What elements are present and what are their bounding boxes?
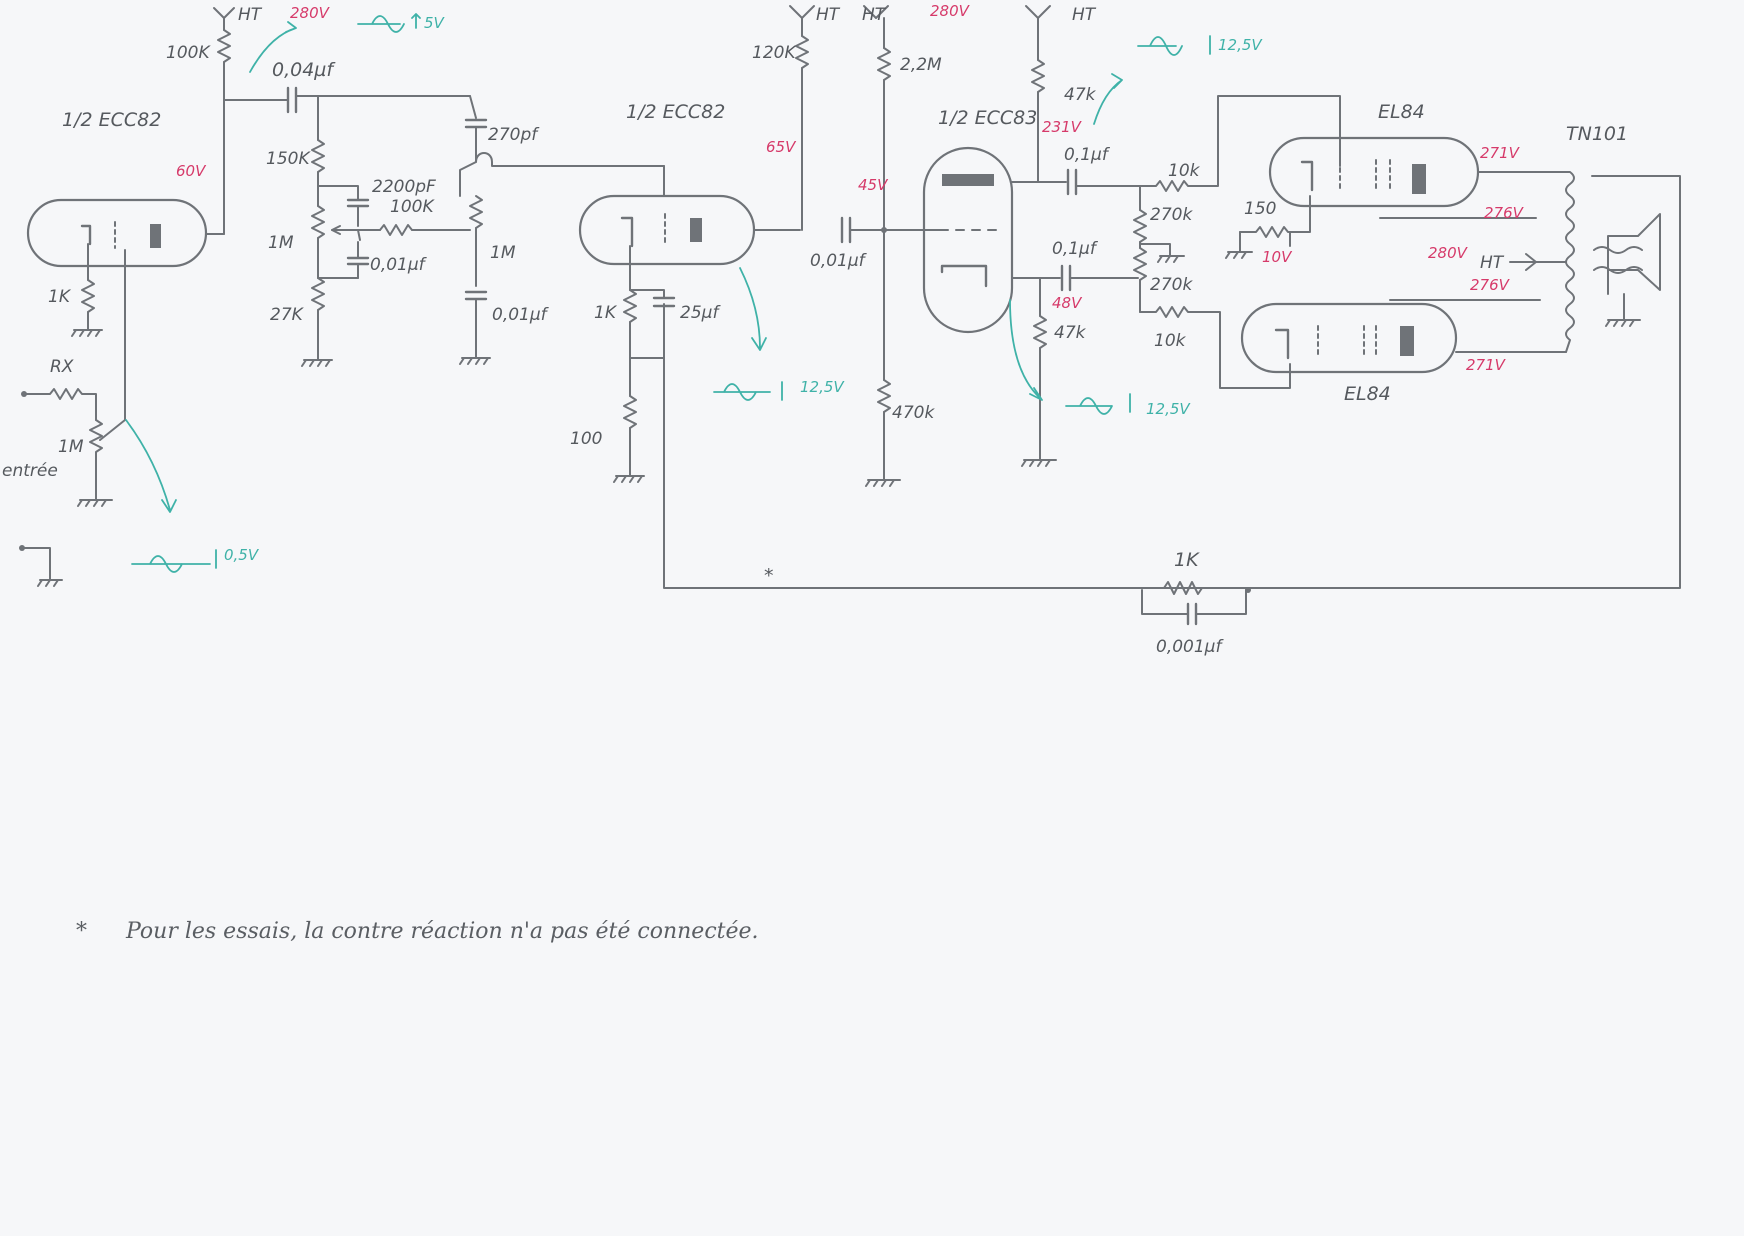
el84-top-label: EL84 (1378, 101, 1425, 123)
tube-3 (922, 146, 1014, 334)
cap-feedback: 0,001µf (1156, 637, 1224, 657)
r-plate-1: 100K (166, 43, 211, 63)
r-100: 100 (570, 429, 602, 449)
signal-arrow-0 (125, 419, 177, 513)
voltage-48: 48V (1052, 294, 1083, 312)
signal-annotation-5v (357, 13, 421, 33)
ht-label-4: HT (1072, 5, 1097, 25)
signal-arrow-1 (249, 21, 297, 73)
signal-arrow-3 (1093, 73, 1123, 125)
r-10k-b: 10k (1154, 331, 1187, 351)
r-27k: 27K (270, 305, 305, 325)
voltage-45: 45V (858, 176, 889, 194)
voltage-271-bottom: 271V (1466, 356, 1507, 374)
feedback-asterisk: * (764, 565, 774, 587)
signal-annotation-12-5-c (1065, 393, 1131, 415)
voltage-276-bottom: 276V (1470, 276, 1511, 294)
r-150k: 150K (266, 149, 311, 169)
pot-input-1m: 1M (58, 437, 84, 457)
r-cathode-1: 1K (48, 287, 72, 307)
el84-bottom-tube (1240, 302, 1541, 374)
entree-label: entrée (2, 461, 58, 481)
r-100k-tone: 100K (390, 197, 435, 217)
r-120k: 120K (752, 43, 797, 63)
r-150: 150 (1244, 199, 1276, 219)
footnote-asterisk: * (76, 919, 87, 944)
cap-001-b: 0,01µf (492, 305, 550, 325)
voltage-65: 65V (766, 138, 797, 156)
el84-bottom-label: EL84 (1344, 383, 1391, 405)
signal-annotation-12-5-a (1137, 35, 1211, 56)
r-feedback-1k: 1K (1174, 549, 1200, 571)
pot-1m-b: 1M (490, 243, 516, 263)
signal-annotation-0-5 (131, 549, 217, 573)
rx-label: RX (50, 357, 74, 377)
r-270k-b: 270k (1150, 275, 1193, 295)
cap-25uf: 25µf (680, 303, 721, 323)
cap-001-tone: 0,01µf (370, 255, 428, 275)
tube-3-label: 1/2 ECC83 (938, 107, 1037, 129)
voltage-231: 231V (1042, 118, 1083, 136)
output-transformer (1379, 171, 1661, 353)
voltage-280-out: 280V (1428, 244, 1469, 262)
r-2-2m: 2,2M (900, 55, 942, 75)
cap-2200pf: 2200pF (372, 177, 436, 197)
signal-arrow-4 (1009, 299, 1043, 401)
ht-label-5: HT (1480, 253, 1505, 273)
signal-0-5: 0,5V (224, 546, 260, 564)
pot-1m-a: 1M (268, 233, 294, 253)
r-47k-bot: 47k (1054, 323, 1087, 343)
tube-2 (578, 194, 801, 266)
r-270k-a: 270k (1150, 205, 1193, 225)
cap-01-a: 0,1µf (1064, 145, 1111, 165)
cap-001-c: 0,01µf (810, 251, 868, 271)
cap-01-b: 0,1µf (1052, 239, 1099, 259)
tube-1-label: 1/2 ECC82 (62, 109, 161, 131)
tube-1 (26, 198, 225, 268)
transformer-label: TN101 (1566, 123, 1628, 145)
voltage-60: 60V (176, 162, 207, 180)
r-470k: 470k (892, 403, 935, 423)
signal-annotation-12-5-b (713, 381, 783, 401)
signal-arrow-2 (739, 267, 767, 351)
r-cathode-2: 1K (594, 303, 618, 323)
ht-label-2: HT (816, 5, 841, 25)
voltage-280-1: 280V (290, 4, 331, 22)
cap-270pf: 270pf (488, 125, 540, 145)
voltage-271-top: 271V (1480, 144, 1521, 162)
footnote-text: Pour les essais, la contre réaction n'a … (125, 919, 759, 944)
voltage-10: 10V (1262, 248, 1293, 266)
signal-12-5-b: 12,5V (800, 378, 845, 396)
ht-label-1: HT (238, 5, 263, 25)
cap-004: 0,04µf (272, 59, 336, 81)
voltage-280-2: 280V (930, 2, 971, 20)
ht-label-3: HT (862, 5, 887, 25)
r-10k-a: 10k (1168, 161, 1201, 181)
signal-12-5-c: 12,5V (1146, 400, 1191, 418)
signal-12-5-a: 12,5V (1218, 36, 1263, 54)
signal-5v: 5V (424, 14, 446, 32)
tube-2-label: 1/2 ECC82 (626, 101, 725, 123)
el84-top-tube (1268, 136, 1537, 208)
voltage-276-top: 276V (1484, 204, 1525, 222)
r-47k-top: 47k (1064, 85, 1097, 105)
